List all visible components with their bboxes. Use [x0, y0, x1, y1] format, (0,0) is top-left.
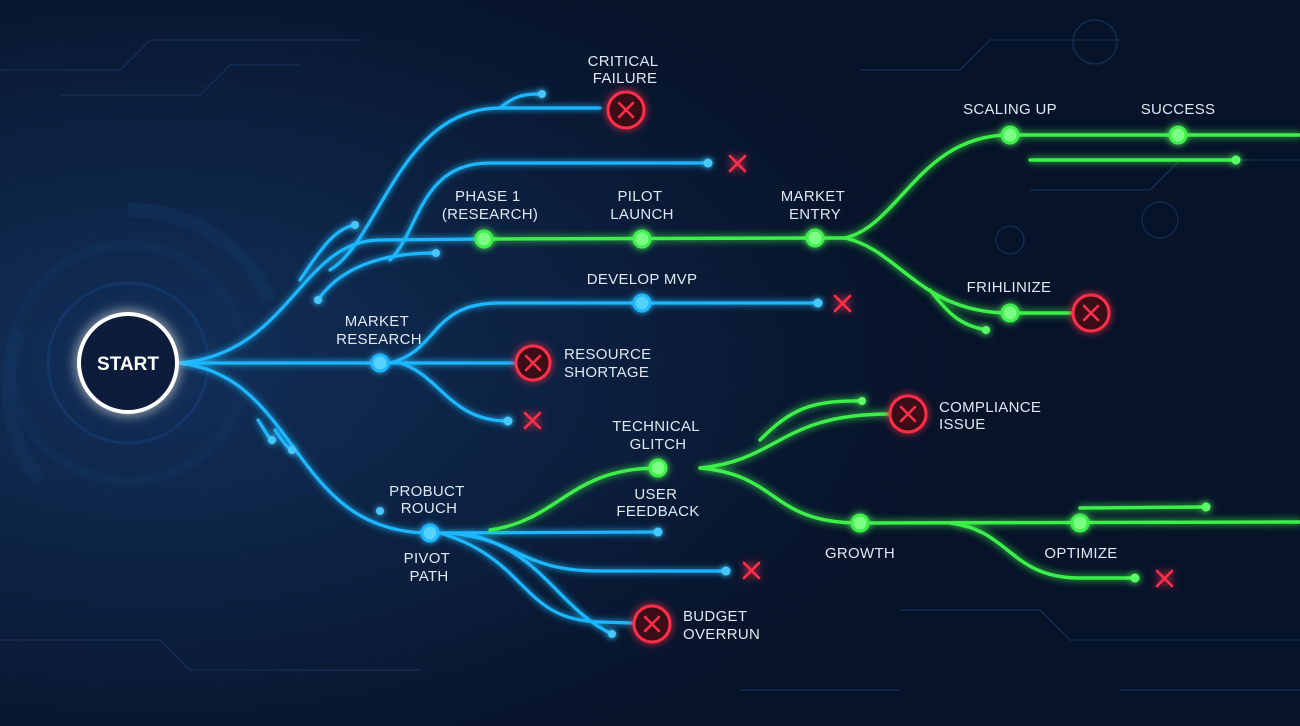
- label-pivot-path: PIVOT PATH: [404, 550, 455, 585]
- circuit-background-traces: [0, 19, 1300, 691]
- path-to-compliance: [698, 412, 892, 470]
- dot-icon: [432, 249, 440, 257]
- path-to-scaling-up: [843, 133, 1300, 240]
- dead-end-markers: [523, 154, 1174, 588]
- x-icon: [1155, 569, 1174, 588]
- node-growth: [850, 513, 870, 533]
- blue-paths: [176, 92, 820, 636]
- label-compliance-issue: COMPLIANCE ISSUE: [939, 399, 1046, 433]
- dot-icon: [538, 90, 546, 98]
- milestone-labels: CRITICAL FAILURE PHASE 1 (RESEARCH) PILO…: [336, 53, 1215, 643]
- start-label: START: [97, 354, 159, 375]
- dot-icon: [721, 566, 731, 576]
- label-user-feedback: USER FEEDBACK: [616, 486, 699, 520]
- path-to-optimize-dead-end: [948, 521, 1137, 580]
- budget-overrun-marker: [632, 604, 672, 644]
- path-start-to-phase1: [176, 237, 486, 365]
- dot-icon: [608, 630, 616, 638]
- node-pilot-launch: [632, 229, 652, 249]
- stub-endpoint-dots: [268, 90, 823, 638]
- path-pivot-stub: [468, 533, 614, 636]
- label-critical-failure: CRITICAL FAILURE: [588, 53, 663, 87]
- x-icon: [833, 294, 852, 313]
- path-stub-upper-2: [316, 251, 438, 302]
- label-market-research: MARKET RESEARCH: [336, 313, 422, 348]
- node-frihlinize: [1000, 303, 1020, 323]
- dot-icon: [1130, 573, 1140, 583]
- node-phase1: [474, 229, 494, 249]
- node-success: [1168, 125, 1188, 145]
- dot-icon: [653, 527, 663, 537]
- path-to-critical-failure: [328, 106, 602, 272]
- node-develop-mvp: [632, 293, 652, 313]
- path-to-user-feedback: [428, 530, 660, 535]
- node-scaling-up: [1000, 125, 1020, 145]
- path-to-develop-mvp: [388, 301, 820, 365]
- dot-icon: [288, 446, 296, 454]
- node-market-research: [370, 353, 390, 373]
- compliance-issue-marker: [888, 394, 928, 434]
- start-node: START: [77, 312, 179, 414]
- path-start-to-product: [176, 361, 432, 535]
- dot-icon: [703, 158, 713, 168]
- dot-icon: [351, 221, 359, 229]
- path-to-dead-end-1: [388, 161, 710, 262]
- label-growth: GROWTH: [825, 545, 895, 562]
- green-stub-endpoint-dots: [858, 155, 1241, 583]
- path-frihlinize-stub: [928, 288, 988, 332]
- dot-icon: [982, 326, 990, 334]
- dot-icon: [503, 416, 513, 426]
- path-to-budget-overrun: [438, 531, 634, 625]
- x-icon: [728, 154, 747, 173]
- node-technical-glitch: [648, 458, 668, 478]
- path-to-frihlinize: [843, 236, 1074, 315]
- critical-failure-marker: [606, 90, 646, 130]
- dot-icon: [813, 298, 823, 308]
- frihlinize-failure-marker: [1071, 293, 1111, 333]
- green-milestone-nodes: [474, 125, 1188, 533]
- blue-milestone-nodes: [370, 293, 652, 543]
- label-frihlinize: FRIHLINIZE: [967, 279, 1052, 296]
- dot-icon: [314, 296, 322, 304]
- path-growth-stub: [1078, 505, 1208, 510]
- node-product-rouch: [420, 523, 440, 543]
- path-compliance-stub: [758, 399, 864, 442]
- label-pilot-launch: PILOT LAUNCH: [610, 188, 673, 223]
- node-market-entry: [805, 228, 825, 248]
- failure-markers: [514, 90, 1111, 644]
- resource-shortage-marker: [514, 344, 552, 382]
- path-technical-glitch-in: [488, 466, 660, 532]
- label-develop-mvp: DEVELOP MVP: [587, 271, 698, 288]
- dot-icon: [858, 397, 866, 405]
- label-technical-glitch: TECHNICAL GLITCH: [612, 418, 704, 453]
- label-market-entry: MARKET ENTRY: [781, 188, 850, 223]
- dot-icon: [1231, 155, 1241, 165]
- label-budget-overrun: BUDGET OVERRUN: [683, 608, 760, 643]
- dot-icon: [268, 436, 276, 444]
- path-critical-branch-stub: [498, 92, 544, 110]
- x-icon: [523, 411, 542, 430]
- path-to-growth: [698, 466, 1300, 525]
- label-phase1: PHASE 1 (RESEARCH): [442, 188, 538, 223]
- start-ring: [77, 312, 179, 414]
- label-success: SUCCESS: [1141, 101, 1216, 118]
- x-icon: [742, 561, 761, 580]
- label-product-rouch: PROBUCT ROUCH: [389, 483, 469, 517]
- dot-icon: [376, 507, 384, 515]
- path-stub-upper-1: [298, 223, 357, 282]
- node-optimize: [1070, 513, 1090, 533]
- dot-icon: [1201, 502, 1211, 512]
- label-resource-shortage: RESOURCE SHORTAGE: [564, 346, 656, 381]
- label-scaling-up: SCALING UP: [963, 101, 1057, 118]
- path-to-dead-end-2: [398, 361, 510, 423]
- label-optimize: OPTIMIZE: [1044, 545, 1117, 562]
